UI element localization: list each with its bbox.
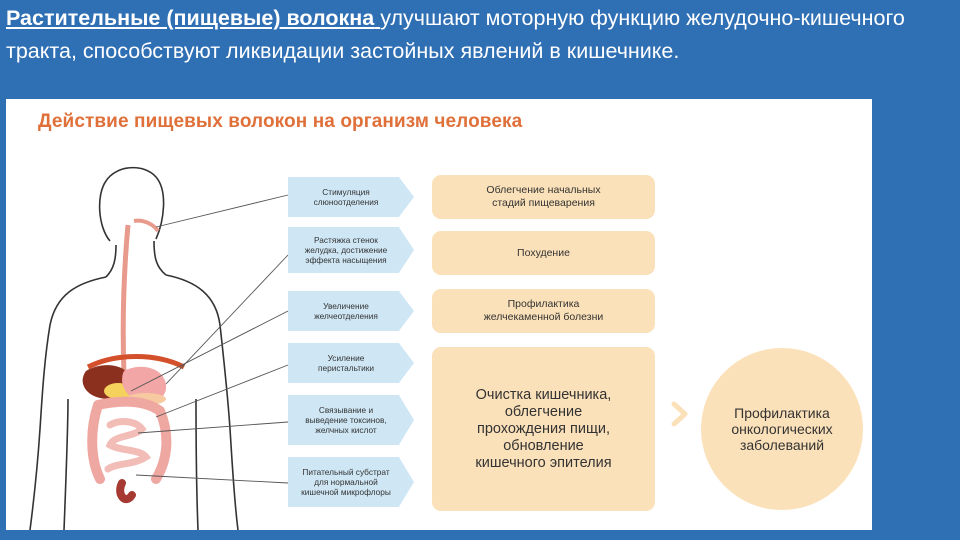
effect-digestion: Облегчение начальных стадий пищеварения xyxy=(432,175,655,219)
mechanism-bile: Увеличение желчеотделения xyxy=(288,291,414,331)
slide-header: Растительные (пищевые) волокна улучшают … xyxy=(6,2,956,68)
neck-right xyxy=(153,240,167,276)
diaphragm xyxy=(86,354,186,370)
effect-gallstone-prevention: Профилактика желчекаменной болезни xyxy=(432,289,655,333)
connector-rectum xyxy=(135,474,289,484)
human-body-figure xyxy=(29,166,289,530)
connector-stomach xyxy=(165,254,289,385)
infographic-panel: Действие пищевых волокон на организм чел… xyxy=(6,99,872,530)
mechanism-toxin-binding: Связывание и выведение токсинов, желчных… xyxy=(288,395,414,445)
rectum xyxy=(116,479,136,504)
colon xyxy=(87,396,172,484)
connector-lines xyxy=(130,194,289,484)
mechanism-microflora: Питательный субстрат для нормальной кише… xyxy=(288,457,414,507)
connector-small-intestine xyxy=(137,421,289,434)
mouth xyxy=(133,218,160,233)
header-highlight: Растительные (пищевые) волокна xyxy=(6,6,375,30)
right-shoulder-arm xyxy=(165,274,239,530)
connector-gallbladder xyxy=(130,310,289,392)
mechanism-peristalsis: Усиление перистальтики xyxy=(288,343,414,383)
small-intestine xyxy=(104,418,152,473)
mechanism-saliva: Стимуляция слюноотделения xyxy=(288,177,414,217)
left-shoulder-arm xyxy=(29,276,107,530)
inner-left-arm xyxy=(63,398,69,530)
panel-title: Действие пищевых волокон на организм чел… xyxy=(38,111,523,132)
esophagus xyxy=(120,224,131,376)
effect-weight-loss: Похудение xyxy=(432,231,655,275)
neck-left xyxy=(105,244,117,278)
connector-colon xyxy=(155,364,289,418)
header-text: улучшают моторную функцию желудочно-кише… xyxy=(6,6,905,63)
effect-intestine-cleansing: Очистка кишечника, облегчение прохождени… xyxy=(432,347,655,511)
head-outline xyxy=(98,166,165,242)
mechanism-stomach-stretch: Растяжка стенок желудка, достижение эффе… xyxy=(288,227,414,273)
chevron-right-icon xyxy=(671,401,688,427)
connector-mouth xyxy=(155,194,289,228)
outcome-cancer-prevention: Профилактика онкологических заболеваний xyxy=(701,348,863,510)
inner-right-arm xyxy=(195,398,199,530)
body-outline xyxy=(29,166,239,530)
digestive-tract xyxy=(82,218,186,504)
